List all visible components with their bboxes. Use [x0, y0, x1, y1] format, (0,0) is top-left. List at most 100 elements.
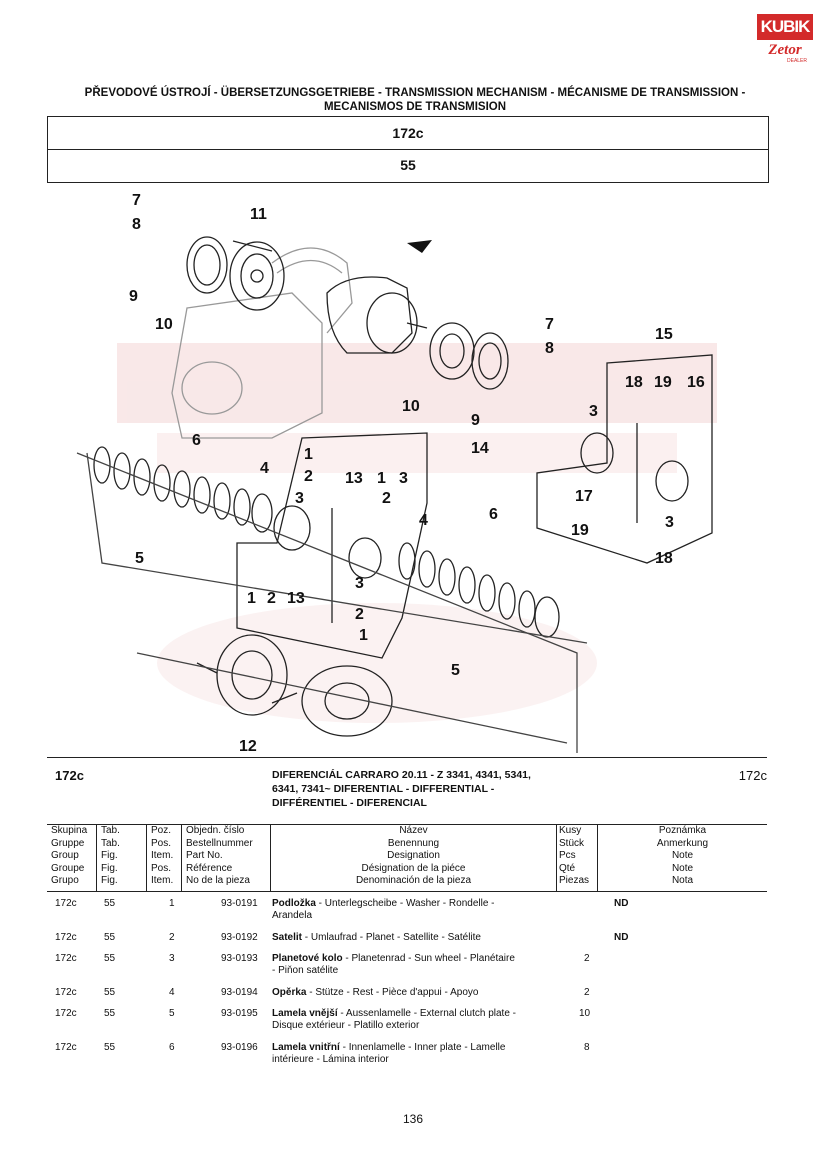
row-name-rest: - Unterlegscheibe - Washer - Rondelle - [315, 898, 495, 909]
callout-labels: 7 8 11 9 10 7 8 15 18 19 16 10 9 3 14 6 … [129, 192, 705, 755]
callout: 6 [489, 506, 498, 523]
callout: 10 [155, 316, 173, 333]
callout: 7 [132, 192, 141, 209]
callout: 18 [625, 374, 643, 391]
row-part: 93-0196 [221, 1042, 258, 1053]
outline-mid [86, 452, 588, 644]
row-name-bold: Lamela vnější [272, 1008, 338, 1019]
table-number-box: 55 [47, 149, 769, 183]
row-name-bold: Podložka [272, 898, 316, 909]
callout: 3 [355, 575, 364, 592]
row-part: 93-0192 [221, 932, 258, 943]
row-name-rest: - Umlaufrad - Planet - Satellite - Satél… [302, 932, 481, 943]
gear-3-inset-right [655, 460, 689, 502]
row-part: 93-0195 [221, 1008, 258, 1019]
callout: 14 [471, 440, 489, 457]
row-qty: 2 [584, 953, 590, 964]
differential-inner-box [236, 432, 428, 659]
gear-3-left [273, 505, 311, 551]
row-name-line2: Disque extérieur - Platillo exterior [272, 1020, 420, 1031]
row-pos: 2 [169, 932, 175, 943]
row-group: 172c [55, 898, 77, 909]
callout: 9 [471, 412, 480, 429]
bearing-left [186, 236, 285, 311]
callout: 1 [247, 590, 256, 607]
watermark-logo [117, 343, 717, 723]
row-pos: 5 [169, 1008, 175, 1019]
row-name-line2: intérieure - Lámina interior [272, 1054, 389, 1065]
callout: 7 [545, 316, 554, 333]
callout: 1 [359, 627, 368, 644]
row-tab: 55 [104, 1008, 116, 1019]
callout: 2 [267, 590, 276, 607]
page-title: PŘEVODOVÉ ÚSTROJÍ - ÜBERSETZUNGSGETRIEBE… [84, 87, 746, 113]
exploded-diagram: 7 8 11 9 10 7 8 15 18 19 16 10 9 3 14 6 … [76, 192, 717, 755]
row-tab: 55 [104, 1042, 116, 1053]
row-group: 172c [55, 1008, 77, 1019]
row-note: ND [614, 932, 629, 943]
row-tab: 55 [104, 953, 116, 964]
logo-zetor-text: Zetor [768, 42, 802, 58]
outline-bottom [136, 652, 568, 744]
row-note: ND [614, 898, 629, 909]
direction-arrow-icon [407, 240, 432, 253]
callout: 2 [355, 606, 364, 623]
callout: 18 [655, 550, 673, 567]
callout: 9 [129, 288, 138, 305]
row-pos: 4 [169, 987, 175, 998]
callout: 8 [545, 340, 554, 357]
callout: 19 [571, 522, 589, 539]
callout: 5 [135, 550, 144, 567]
callout: 1 [304, 446, 313, 463]
row-qty: 8 [584, 1042, 590, 1053]
row-pos: 3 [169, 953, 175, 964]
row-group: 172c [55, 1042, 77, 1053]
callout: 3 [665, 514, 674, 531]
callout: 15 [655, 326, 673, 343]
row-group: 172c [55, 987, 77, 998]
callout: 13 [287, 590, 305, 607]
group-code-right: 172c [738, 768, 767, 783]
row-pos: 6 [169, 1042, 175, 1053]
kubik-zetor-logo: KUBIK Zetor DEALER [757, 14, 813, 64]
row-tab: 55 [104, 898, 116, 909]
callout: 19 [654, 374, 672, 391]
description-title-row: 172c DIFERENCIÁL CARRARO 20.11 - Z 3341,… [47, 758, 767, 825]
row-name-bold: Opěrka [272, 987, 307, 998]
row-name-bold: Lamela vnitřní [272, 1042, 340, 1053]
row-tab: 55 [104, 987, 116, 998]
callout: 16 [687, 374, 705, 391]
row-name-rest: - Stütze - Rest - Pièce d'appui - Apoyo [306, 987, 479, 998]
page-number: 136 [402, 1112, 424, 1126]
callout: 5 [451, 662, 460, 679]
logo-tag-text: DEALER [787, 58, 808, 64]
group-code: 172c [392, 125, 424, 141]
callout: 4 [260, 460, 269, 477]
table-number: 55 [400, 157, 416, 173]
row-group: 172c [55, 932, 77, 943]
callout: 3 [295, 490, 304, 507]
differential-housing [326, 276, 428, 354]
callout: 12 [239, 738, 257, 755]
row-tab: 55 [104, 932, 116, 943]
inset-box-15 [536, 354, 713, 564]
row-name-bold: Satelit [272, 932, 303, 943]
callout: 2 [382, 490, 391, 507]
callout: 11 [250, 206, 267, 223]
logo-kubik-text: KUBIK [757, 14, 813, 40]
outline-left [76, 452, 578, 753]
col-poz: Poz.Pos.Item.Pos.Item. [147, 825, 182, 891]
row-part: 93-0194 [221, 987, 258, 998]
bearing-right [429, 322, 509, 390]
row-pos: 1 [169, 898, 175, 909]
row-part: 93-0193 [221, 953, 258, 964]
row-qty: 10 [579, 1008, 591, 1019]
row-part: 93-0191 [221, 898, 258, 909]
clutch-pack-right [398, 542, 560, 638]
gear-3-inset-left [580, 432, 614, 474]
callout: 6 [192, 432, 201, 449]
group-code-left: 172c [55, 768, 84, 783]
